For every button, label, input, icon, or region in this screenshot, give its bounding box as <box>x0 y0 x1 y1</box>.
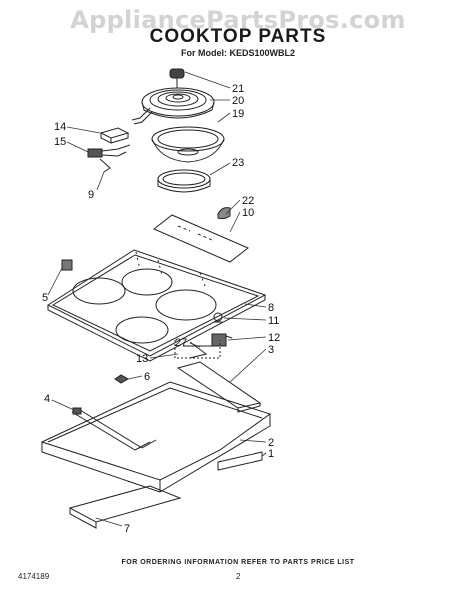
bottom-pan <box>40 381 272 493</box>
control-panel-top <box>153 207 249 263</box>
mounting-bracket-left <box>72 407 82 415</box>
callout-11: 11 <box>268 315 279 327</box>
switch-block <box>211 333 233 347</box>
surface-element <box>131 87 215 125</box>
element-knob <box>169 68 185 88</box>
callout-10: 10 <box>242 207 254 219</box>
callout-15: 15 <box>54 136 66 148</box>
callout-6: 6 <box>144 371 150 383</box>
receptacle <box>87 144 131 173</box>
leader-lines <box>47 71 267 527</box>
callout-19: 19 <box>232 108 244 120</box>
small-clip <box>213 312 223 323</box>
mounting-bracket-right <box>217 451 263 471</box>
callout-27: 27 <box>175 337 187 349</box>
callout-labels: 21 20 19 14 15 23 9 22 10 5 8 11 12 3 27… <box>42 83 280 535</box>
callout-5: 5 <box>42 292 48 304</box>
callout-4: 4 <box>44 393 50 405</box>
callout-14: 14 <box>54 121 66 133</box>
callout-12: 12 <box>268 332 280 344</box>
page-number: 2 <box>236 572 241 581</box>
trim-ring <box>157 169 211 193</box>
callout-8: 8 <box>268 302 274 314</box>
callout-7: 7 <box>124 523 130 535</box>
callout-13: 13 <box>136 353 148 365</box>
cooktop-top <box>46 249 267 362</box>
drip-bowl <box>151 126 225 163</box>
screw <box>114 374 130 384</box>
callout-3: 3 <box>268 344 274 356</box>
base-plate <box>68 485 182 529</box>
callout-21: 21 <box>232 83 244 95</box>
callout-20: 20 <box>232 95 244 107</box>
callout-1: 1 <box>268 448 274 460</box>
callout-2: 2 <box>268 437 274 449</box>
page-title: COOKTOP PARTS <box>149 26 327 47</box>
callout-9: 9 <box>88 189 94 201</box>
document-number: 4174189 <box>18 572 50 581</box>
ordering-note: FOR ORDERING INFORMATION REFER TO PARTS … <box>121 559 355 566</box>
callout-23: 23 <box>232 157 244 169</box>
callout-22: 22 <box>242 195 254 207</box>
terminal-block <box>99 127 130 144</box>
watermark: AppliancePartsPros.com <box>70 6 406 34</box>
model-label: For Model: KEDS100WBL2 <box>180 48 295 58</box>
